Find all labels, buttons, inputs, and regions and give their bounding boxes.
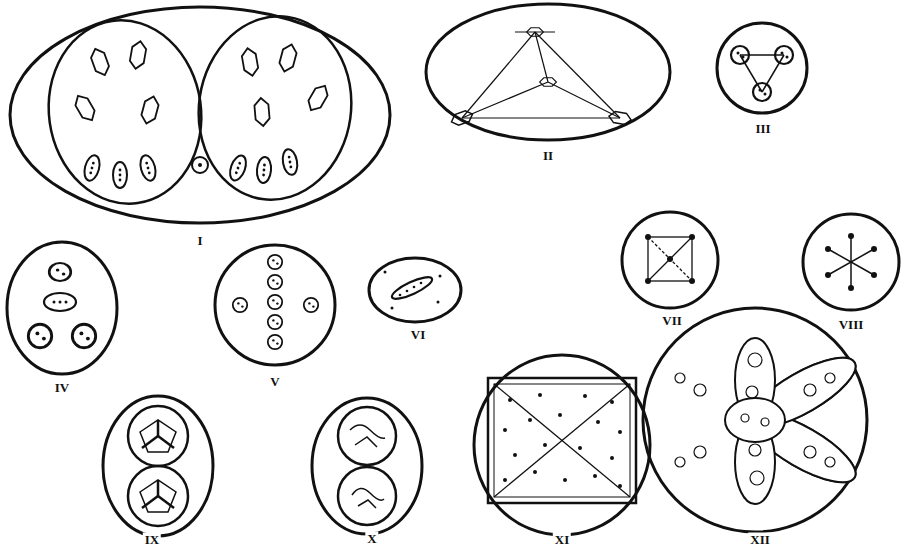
figure-number: XII xyxy=(748,532,772,545)
figure-number: IX xyxy=(143,532,161,545)
figure-number: V xyxy=(268,375,281,388)
figure-number: II xyxy=(541,149,555,162)
figure-number: X xyxy=(365,532,378,545)
figure-number: I xyxy=(195,234,204,247)
figure-number: VI xyxy=(409,328,427,341)
figure-number: XI xyxy=(553,532,571,545)
figure-number: VIII xyxy=(837,318,866,331)
figure-number: III xyxy=(753,122,772,135)
figure-number: IV xyxy=(53,381,71,394)
figure-number: VII xyxy=(660,314,684,327)
